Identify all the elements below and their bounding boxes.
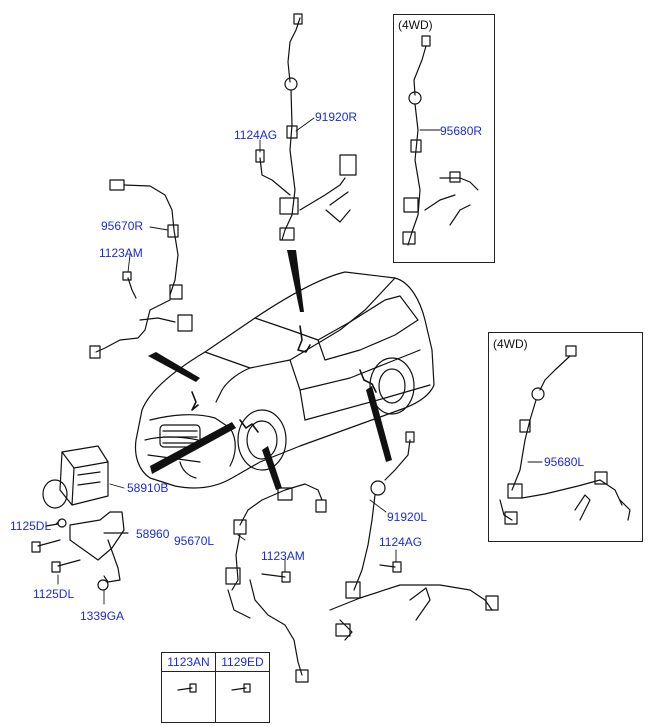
leader-wedges [148,250,392,490]
sensor-95680L [499,345,631,525]
sensor-95670L [225,483,327,683]
legend-header-cell: 1123AN [161,652,216,672]
part-label-1339GA: 1339GA [80,609,125,623]
legend-bolt-cell [215,671,270,723]
part-label-1124AG: 1124AG [234,128,278,142]
legend-header-cell: 1129ED [215,652,270,672]
sensor-95680R [402,35,479,246]
part-label-95680L: 95680L [544,455,585,469]
bracket-58960 [31,511,129,591]
part-label-1123AM: 1123AM [261,549,305,563]
part-label-58910B: 58910B [127,481,169,495]
part-label-95680R: 95680R [440,124,483,138]
part-label-58960: 58960 [136,527,170,541]
part-label-91920R: 91920R [315,110,358,124]
vehicle-illustration [134,271,435,489]
sensor-95670R [89,179,193,359]
part-label-1125DL: 1125DL [33,587,75,601]
fastener-legend-table: 1123AN 1129ED [161,652,270,723]
inset-4wd-rear-right [393,14,495,263]
inset-4wd-title: (4WD) [493,337,528,351]
leader-lines [55,117,543,605]
part-label-1125DL: 1125DL [10,519,52,533]
hydraulic-unit-58910B [42,445,109,509]
part-label-91920L: 91920L [387,510,428,524]
sensor-91920L [329,431,499,641]
inset-4wd-rear-left [488,332,643,542]
part-label-95670L: 95670L [174,534,215,548]
legend-bolt-cell [161,671,216,723]
part-label-95670R: 95670R [101,219,144,233]
part-label-1124AG: 1124AG [379,535,423,549]
inset-4wd-title: (4WD) [398,18,433,32]
part-label-1123AM: 1123AM [99,246,143,260]
sensor-91920R [255,13,357,241]
